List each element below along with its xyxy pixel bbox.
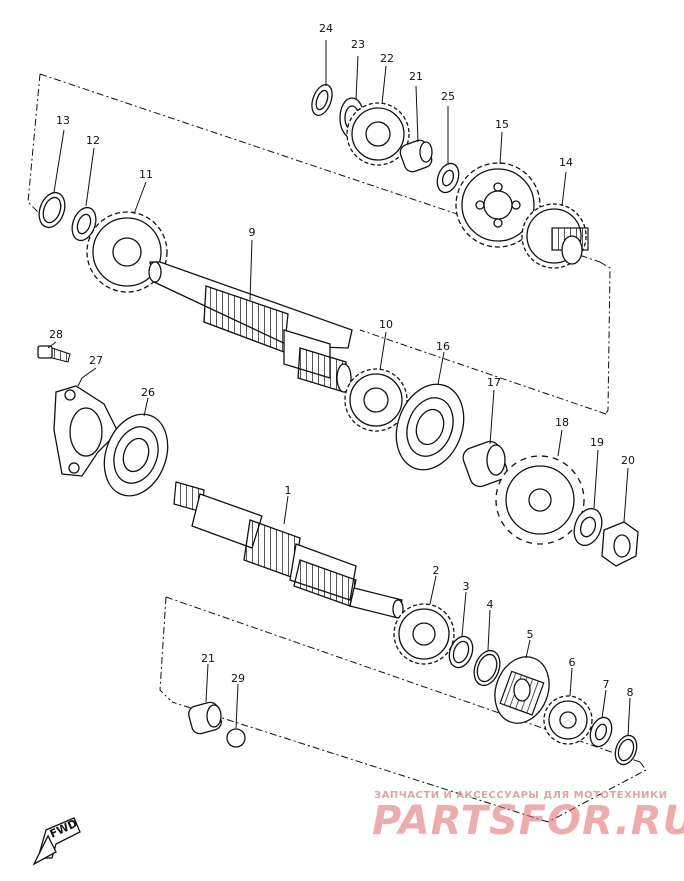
callout-25: 25 (441, 90, 455, 103)
callout-6: 6 (569, 656, 576, 669)
part-26-ball-bearing (103, 413, 169, 497)
part-6-gear (543, 695, 593, 745)
part-29-plug (226, 728, 246, 748)
callout-labels: 24 23 22 21 25 15 14 13 12 11 9 10 16 17… (49, 22, 635, 699)
callout-28: 28 (49, 328, 63, 341)
callout-1: 1 (285, 484, 292, 497)
part-27-bearing-retainer (53, 385, 119, 477)
callout-26: 26 (141, 386, 155, 399)
part-17-collar (462, 440, 508, 488)
callout-7: 7 (603, 678, 610, 691)
part-25-washer (436, 162, 460, 194)
callout-22: 22 (380, 52, 394, 65)
fwd-arrow-icon: FWD (32, 817, 81, 866)
callout-2: 2 (433, 564, 440, 577)
watermark-logo: PARTSFOR.RU (372, 798, 684, 844)
part-2-gear (393, 603, 455, 665)
part-21-needle-bearing-bottom (188, 701, 222, 735)
part-11-gear (86, 211, 168, 293)
part-13-circlip (38, 191, 66, 229)
part-5-gear (494, 656, 550, 724)
callout-12: 12 (86, 134, 100, 147)
watermark-tagline: ЗАПЧАСТИ И АКСЕССУАРЫ ДЛЯ МОТОТЕХНИКИ (374, 790, 668, 801)
part-16-ball-bearing (395, 383, 465, 471)
callout-10: 10 (379, 318, 393, 331)
callout-20: 20 (621, 454, 635, 467)
part-24-washer (311, 84, 333, 116)
part-3-washer (448, 635, 474, 669)
callout-11: 11 (139, 168, 153, 181)
callout-9: 9 (249, 226, 256, 239)
callout-16: 16 (436, 340, 450, 353)
part-7-washer (589, 716, 613, 748)
part-20-nut (601, 521, 639, 567)
part-28-bolt (37, 345, 71, 363)
callout-4: 4 (487, 598, 494, 611)
part-18-drive-sprocket (495, 455, 585, 545)
callout-18: 18 (555, 416, 569, 429)
callout-24: 24 (319, 22, 333, 35)
callout-19: 19 (590, 436, 604, 449)
leader-lines (47, 40, 631, 737)
callout-5: 5 (527, 628, 534, 641)
part-19-lock-washer (573, 507, 603, 547)
callout-23: 23 (351, 38, 365, 51)
callout-17: 17 (487, 376, 501, 389)
part-9-shaft (148, 261, 353, 393)
callout-27: 27 (89, 354, 103, 367)
part-14-gear (521, 203, 589, 269)
callout-3: 3 (463, 580, 470, 593)
callout-21-bottom: 21 (201, 652, 215, 665)
assembly-guide-lines (27, 73, 647, 823)
part-4-circlip (473, 649, 501, 687)
callout-13: 13 (56, 114, 70, 127)
watermark: ЗАПЧАСТИ И АКСЕССУАРЫ ДЛЯ МОТОТЕХНИКИ PA… (372, 790, 684, 844)
part-1-shaft (173, 481, 404, 619)
callout-8: 8 (627, 686, 634, 699)
part-22-gear (346, 102, 410, 166)
part-12-washer (71, 206, 97, 242)
callout-15: 15 (495, 118, 509, 131)
part-21-needle-bearing-top (399, 139, 433, 173)
part-10-gear (344, 368, 408, 432)
callout-14: 14 (559, 156, 573, 169)
part-15-gear (455, 162, 541, 248)
callout-29: 29 (231, 672, 245, 685)
part-8-circlip (614, 734, 638, 766)
callout-21-top: 21 (409, 70, 423, 83)
